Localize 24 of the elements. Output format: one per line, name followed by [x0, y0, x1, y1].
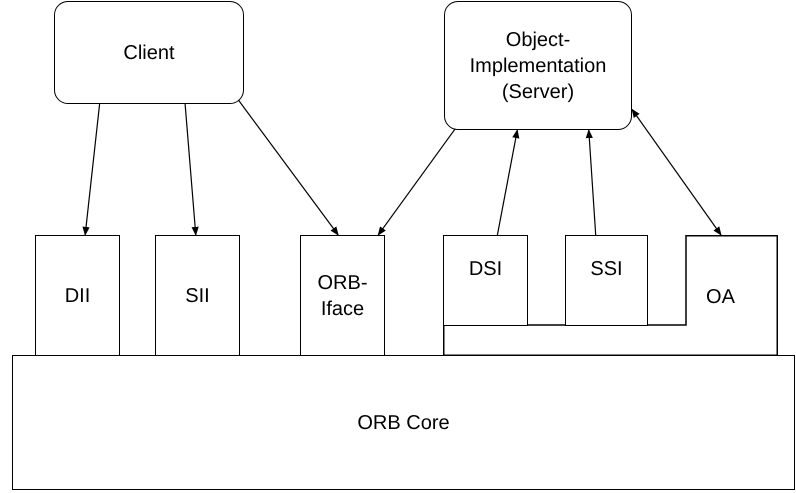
component-box	[565, 235, 648, 326]
arrow	[238, 100, 339, 236]
rounded-box	[444, 1, 632, 130]
component-box	[155, 235, 240, 356]
node-label: SII	[185, 284, 210, 308]
component-box	[443, 235, 528, 326]
arrow	[378, 128, 456, 236]
arrow	[586, 129, 596, 236]
node-label: ORB- Iface	[316, 270, 368, 322]
node-label: ORB Core	[357, 410, 450, 436]
rounded-box	[54, 1, 244, 104]
node-label: DII	[64, 284, 90, 308]
arrow	[82, 104, 100, 236]
arrow	[631, 108, 722, 236]
node-label: SSI	[590, 257, 623, 282]
node-label: Client	[123, 40, 175, 66]
arrow	[496, 129, 520, 236]
arrow	[184, 104, 199, 236]
node-label: DSI	[468, 257, 502, 282]
node-label: OA	[706, 284, 735, 310]
component-box	[300, 235, 385, 356]
node-label: Object- Implementation (Server)	[468, 28, 608, 104]
step-shaped-box	[443, 235, 778, 356]
component-box	[35, 235, 120, 356]
